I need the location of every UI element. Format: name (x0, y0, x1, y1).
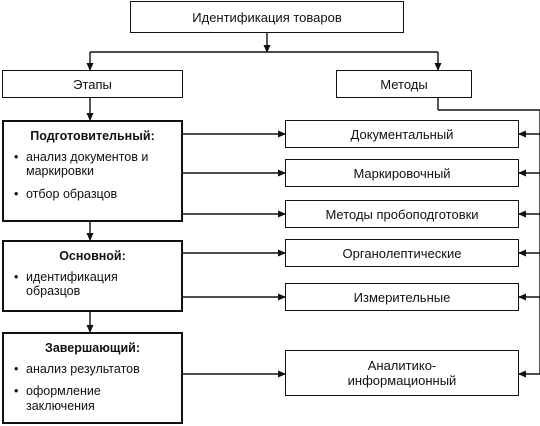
method-label: Органолептические (342, 245, 462, 261)
stage-final-item: оформление заключения (12, 384, 173, 413)
root-node: Идентификация товаров (130, 1, 404, 33)
method-node-1: Документальный (285, 120, 519, 148)
stage-main-title: Основной: (59, 249, 126, 263)
stage-prep-title: Подготовительный: (30, 129, 155, 143)
root-node-label: Идентификация товаров (192, 9, 342, 25)
method-label: Маркировочный (353, 165, 451, 181)
methods-header-label: Методы (380, 76, 428, 92)
method-label: Документальный (350, 126, 454, 142)
stage-final-title: Завершающий: (44, 341, 140, 355)
stage-main-item: идентификация образцов (12, 270, 173, 299)
method-node-4: Органолептические (285, 239, 519, 267)
stages-header-label: Этапы (73, 76, 112, 92)
stage-prep-item: анализ документов и маркировки (12, 150, 173, 179)
stage-final-item: анализ результатов (12, 362, 173, 377)
method-label: Методы пробоподготовки (325, 206, 479, 222)
method-label: Аналитико-информационный (347, 358, 457, 388)
method-label: Измерительные (353, 289, 451, 305)
method-node-3: Методы пробоподготовки (285, 200, 519, 228)
stage-prep-node: Подготовительный: анализ документов и ма… (2, 120, 183, 222)
methods-header-node: Методы (336, 70, 472, 98)
method-node-6: Аналитико-информационный (285, 350, 519, 396)
stage-final-node: Завершающий: анализ результатов оформлен… (2, 332, 183, 424)
method-node-5: Измерительные (285, 283, 519, 311)
stage-prep-item: отбор образцов (12, 187, 173, 202)
method-node-2: Маркировочный (285, 159, 519, 187)
stages-header-node: Этапы (2, 70, 183, 98)
stage-main-node: Основной: идентификация образцов (2, 240, 183, 312)
